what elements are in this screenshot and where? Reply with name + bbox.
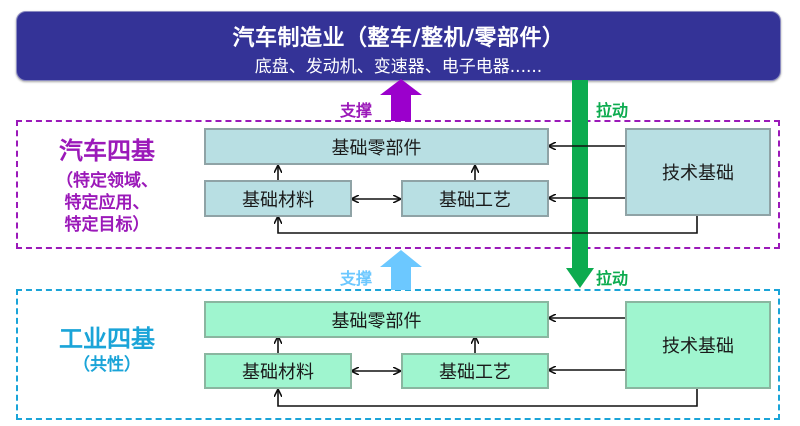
ind-node-basic-materials: 基础材料 [204, 353, 352, 389]
pull-label-bottom: 拉动 [596, 269, 629, 288]
automotive-desc-line: 特定应用、 [64, 193, 150, 213]
support-arrow-top [380, 79, 422, 121]
industrial-zone-title: 工业四基 [59, 325, 155, 353]
support-label-bottom: 支撑 [340, 269, 373, 288]
ind-node-technical-foundation: 技术基础 [625, 301, 771, 389]
banner-subtitle: 底盘、发动机、变速器、电子电器...... [254, 57, 543, 77]
industrial-zone-description: （共性） [73, 355, 141, 375]
automotive-connectors [278, 146, 698, 234]
auto-node-basic-process: 基础工艺 [401, 180, 549, 217]
auto-node-technical-foundation: 技术基础 [625, 128, 771, 216]
manufacturing-banner: 汽车制造业（整车/整机/零部件） 底盘、发动机、变速器、电子电器...... [16, 11, 781, 81]
automotive-desc-line: （特定领域、 [56, 171, 158, 191]
auto-node-basic-materials: 基础材料 [204, 180, 352, 217]
ind-node-basic-process: 基础工艺 [401, 353, 549, 389]
pull-arrow [566, 80, 594, 288]
industrial-connectors [278, 318, 698, 407]
pull-label-top: 拉动 [596, 101, 629, 120]
banner-title: 汽车制造业（整车/整机/零部件） [232, 26, 565, 51]
automotive-zone-description: （特定领域、 特定应用、 特定目标） [22, 170, 192, 236]
ind-node-basic-components: 基础零部件 [204, 301, 549, 338]
support-arrow-bottom [380, 250, 422, 290]
automotive-zone-title: 汽车四基 [59, 137, 155, 165]
auto-node-basic-components: 基础零部件 [204, 128, 549, 165]
support-label-top: 支撑 [340, 101, 373, 120]
automotive-desc-line: 特定目标） [64, 215, 150, 235]
